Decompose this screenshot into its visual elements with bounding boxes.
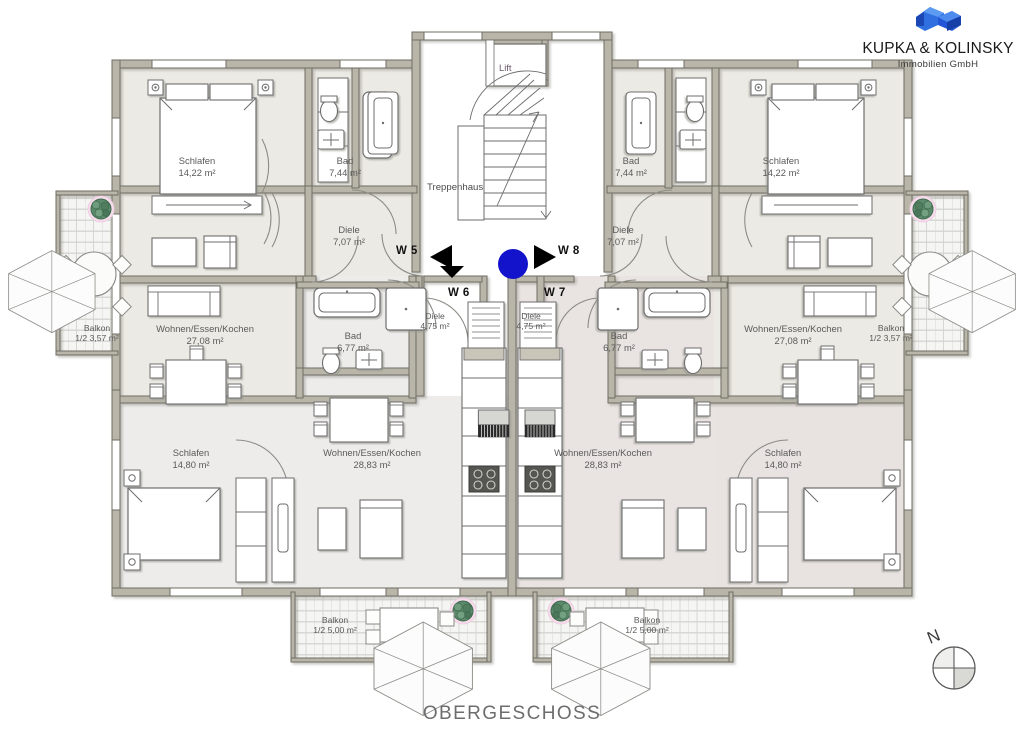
room-label-br-bad: Bad 6,77 m² <box>603 330 635 353</box>
room-label-tl-wohnen: Wohnen/Essen/Kochen 27,08 m² <box>156 323 254 346</box>
bathroom-top-right <box>625 91 707 155</box>
balcony-label-bottom-right: Balkon 1/2 5,00 m² <box>625 615 669 636</box>
room-label-tl-schlafen: Schlafen 14,22 m² <box>178 155 216 178</box>
stairwell-label: Treppenhaus <box>427 182 484 193</box>
company-subtitle: Immobilien GmbH <box>897 59 979 70</box>
room-label-br-diele: Diele 4,75 m² <box>516 311 546 332</box>
unit-badge-w6[interactable]: W 6 <box>448 287 470 299</box>
unit-badge-w7[interactable]: W 7 <box>544 287 566 299</box>
door-swings <box>235 138 789 493</box>
room-label-bl-wohnen: Wohnen/Essen/Kochen 28,83 m² <box>323 447 421 470</box>
furniture-bottom-left <box>123 397 404 583</box>
bathroom-top-left <box>317 91 399 159</box>
logo-mark <box>858 4 1018 38</box>
nav-arrow-left[interactable] <box>430 245 452 269</box>
balcony-bottom-right-furniture <box>547 597 659 716</box>
compass-rose: N <box>920 618 992 694</box>
balcony-right-furniture <box>892 195 1016 334</box>
balcony-left-furniture <box>8 195 132 334</box>
room-label-tl-bad: Bad 7,44 m² <box>329 155 361 178</box>
room-label-tr-bad: Bad 7,44 m² <box>615 155 647 178</box>
room-label-bl-diele: Diele 4,75 m² <box>420 311 450 332</box>
balcony-label-right: Balkon 1/2 3,57 m² <box>869 323 913 344</box>
furniture-top-right <box>675 77 877 405</box>
unit-badge-w5[interactable]: W 5 <box>396 245 418 257</box>
room-label-tr-schlafen: Schlafen 14,22 m² <box>762 155 800 178</box>
balcony-bottom-left-furniture <box>365 597 477 716</box>
lift-label: Lift <box>499 62 512 73</box>
nav-arrow-down[interactable] <box>440 266 464 278</box>
company-logo: KUPKA & KOLINSKY Immobilien GmbH <box>858 4 1018 70</box>
room-label-tr-diele: Diele 7,07 m² <box>607 224 639 247</box>
room-label-tr-wohnen: Wohnen/Essen/Kochen 27,08 m² <box>744 323 842 346</box>
kitchen-right <box>517 301 563 579</box>
position-marker-dot[interactable] <box>498 249 528 279</box>
blue-house-logo-icon <box>916 7 961 31</box>
compass-north-label: N <box>924 625 943 647</box>
unit-badge-w8[interactable]: W 8 <box>558 245 580 257</box>
balcony-label-bottom-left: Balkon 1/2 5,00 m² <box>313 615 357 636</box>
room-label-bl-bad: Bad 6,77 m² <box>337 330 369 353</box>
room-label-br-wohnen: Wohnen/Essen/Kochen 28,83 m² <box>554 447 652 470</box>
page-title: OBERGESCHOSS <box>422 703 602 724</box>
kitchen-left <box>461 301 510 579</box>
nav-arrow-right[interactable] <box>534 245 556 269</box>
room-label-br-schlafen: Schlafen 14,80 m² <box>764 447 802 470</box>
balcony-label-left: Balkon 1/2 3,57 m² <box>75 323 119 344</box>
room-label-bl-schlafen: Schlafen 14,80 m² <box>172 447 210 470</box>
furniture-bottom-right <box>620 397 901 583</box>
company-name: KUPKA & KOLINSKY <box>862 40 1014 57</box>
staircase <box>457 39 552 221</box>
room-label-tl-diele: Diele 7,07 m² <box>333 224 365 247</box>
